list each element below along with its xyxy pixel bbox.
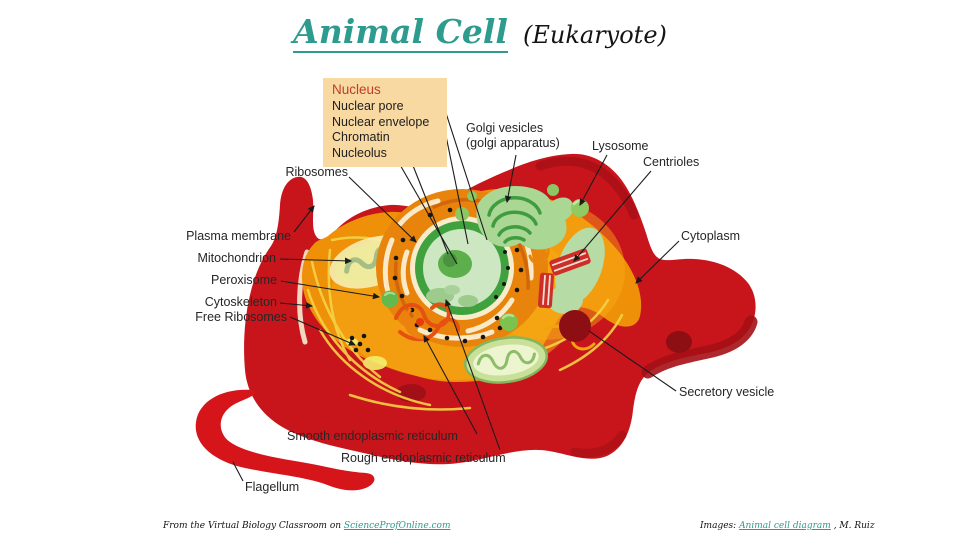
label-cytoplasm: Cytoplasm	[681, 229, 741, 243]
title-sub: (Eukaryote)	[523, 21, 667, 49]
nucleus-box-item-nuclear-pore: Nuclear pore	[332, 99, 404, 113]
label-secretory-vesicle: Secretory vesicle	[679, 385, 775, 399]
footer-attribution-right: Images: Animal cell diagram , M. Ruiz	[700, 521, 875, 531]
label-rough-er: Rough endoplasmic reticulum	[341, 451, 506, 465]
free-ribosome-dots	[349, 333, 371, 353]
vesicle-sphere	[500, 313, 518, 331]
nuclear-pore-dots	[494, 250, 510, 299]
centriole-2	[537, 272, 554, 309]
nucleus-label-box: Nucleus Nuclear pore Nuclear envelope Ch…	[323, 78, 447, 167]
lysosome-sphere	[571, 199, 589, 217]
label-golgi-line1: Golgi vesicles	[466, 121, 544, 135]
lobe-dark-spot	[666, 331, 692, 353]
label-golgi-vesicles: Golgi vesicles (golgi apparatus)	[466, 121, 560, 151]
footer-right-suffix: , M. Ruiz	[830, 521, 875, 531]
nucleus-shape	[410, 216, 514, 320]
nucleus-box-item-chromatin: Chromatin	[332, 130, 390, 144]
nucleus-box-item-nuclear-envelope: Nuclear envelope	[332, 114, 430, 129]
leader-lines	[232, 109, 680, 482]
er-ribosome-dots	[392, 207, 524, 344]
footer-left-link[interactable]: ScienceProfOnline.com	[343, 521, 451, 531]
nucleus-box-title: Nucleus	[332, 82, 381, 97]
label-mitochondrion: Mitochondrion	[197, 251, 276, 265]
label-ribosomes: Ribosomes	[285, 165, 348, 179]
footer-left-text: From the Virtual Biology Classroom on	[163, 521, 344, 531]
label-flagellum: Flagellum	[245, 480, 300, 494]
label-centrioles: Centrioles	[643, 155, 700, 169]
label-peroxisome: Peroxisome	[211, 273, 277, 287]
flagellum-shape	[195, 389, 375, 491]
label-golgi-line2: (golgi apparatus)	[466, 136, 560, 150]
title-main: Animal Cell	[293, 13, 508, 54]
peroxisome-sphere	[381, 290, 399, 308]
label-cytoskeleton: Cytoskeleton	[204, 295, 277, 309]
footer-right-link[interactable]: Animal cell diagram	[739, 521, 831, 531]
page-title: Animal Cell (Eukaryote)	[0, 13, 960, 54]
label-lysosome: Lysosome	[592, 139, 649, 153]
golgi-apparatus-shape	[455, 184, 574, 250]
secretory-vesicle-shape	[559, 310, 591, 342]
footer-attribution-left: From the Virtual Biology Classroom on Sc…	[163, 521, 451, 531]
label-smooth-er: Smooth endoplasmic reticulum	[287, 429, 458, 443]
label-free-ribosomes: Free Ribosomes	[195, 310, 287, 324]
label-plasma-membrane: Plasma membrane	[186, 229, 291, 243]
mitochondrion-bottom	[464, 336, 548, 384]
nucleus-box-item-nucleolus: Nucleolus	[332, 145, 387, 160]
footer-right-text: Images:	[700, 521, 740, 531]
